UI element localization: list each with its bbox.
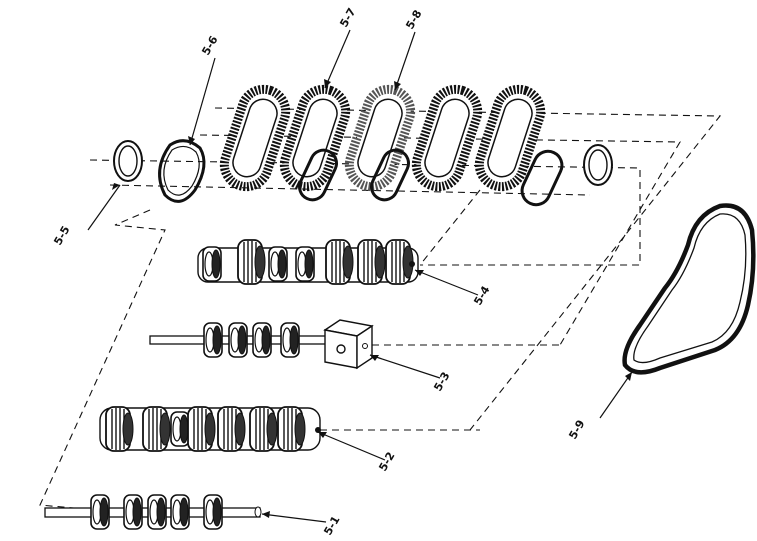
shaft-assembly-5-2 <box>99 406 321 452</box>
callout-5-5: 5-5 <box>51 224 72 248</box>
callout-5-4: 5-4 <box>471 283 492 307</box>
callout-5-7: 5-7 <box>337 6 358 30</box>
callout-5-9: 5-9 <box>566 418 587 442</box>
leader-lines <box>87 29 633 523</box>
mounting-block <box>323 319 374 370</box>
leader-arrowheads <box>112 79 632 518</box>
small-belt-5-6 <box>158 139 206 203</box>
callout-5-1: 5-1 <box>321 514 342 538</box>
callout-5-3: 5-3 <box>431 370 452 394</box>
shaft-assembly-5-1 <box>44 494 262 530</box>
small-round-belts <box>298 144 613 207</box>
callout-5-8: 5-8 <box>403 8 424 32</box>
drive-belt-5-9 <box>622 203 756 375</box>
callout-5-6: 5-6 <box>199 33 220 57</box>
shaft-assembly-5-4 <box>197 239 419 285</box>
toothed-belts <box>219 84 546 192</box>
callout-5-2: 5-2 <box>376 450 397 474</box>
ring-5-5 <box>113 140 143 182</box>
shaft-assembly-5-3 <box>149 319 374 370</box>
